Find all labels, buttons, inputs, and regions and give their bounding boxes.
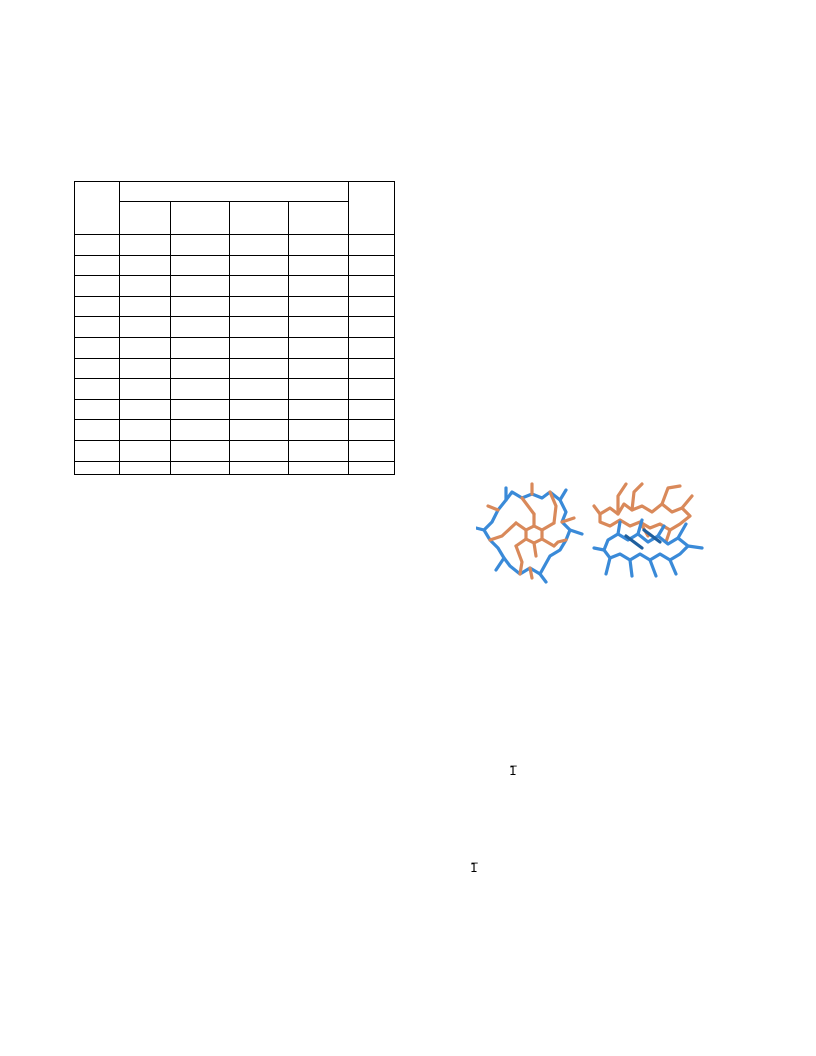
side-view-structure (592, 482, 704, 578)
table-cell (348, 460, 395, 475)
table-cell (348, 254, 395, 277)
table-row (74, 398, 395, 421)
table-cell (74, 460, 120, 475)
table-cell (74, 419, 120, 441)
table-cell (119, 460, 171, 475)
sub-header-cell (229, 201, 289, 235)
table-cell (288, 398, 349, 421)
table-row (74, 316, 395, 338)
table-cell (288, 460, 349, 475)
sub-header-cell (170, 201, 230, 235)
table-row (74, 254, 395, 277)
table-cell (229, 357, 289, 380)
table-cell (288, 234, 349, 256)
table-cell (348, 295, 395, 318)
group-header-cell (119, 181, 349, 202)
table-cell (229, 460, 289, 475)
table-cell (74, 234, 120, 256)
table-cell (348, 316, 395, 338)
table-row (74, 357, 395, 380)
table-cell (74, 439, 120, 462)
table-row (74, 460, 395, 475)
table-cell (170, 419, 230, 441)
table-cell (119, 254, 171, 277)
table-cell (119, 316, 171, 338)
table-cell (288, 316, 349, 338)
header-left-cell (74, 181, 120, 235)
table-cell (170, 275, 230, 297)
table-cell (348, 275, 395, 297)
table-cell (74, 295, 120, 318)
table-cell (288, 254, 349, 277)
table-cell (348, 439, 395, 462)
table-cell (348, 234, 395, 256)
table-cell (119, 439, 171, 462)
molecular-structure-figure (476, 482, 704, 584)
table-cell (348, 336, 395, 359)
table-cell (288, 275, 349, 297)
table-cell (119, 275, 171, 297)
sub-header-cell (288, 201, 349, 235)
table-cell (74, 357, 120, 380)
table-cell (74, 254, 120, 277)
table-row (74, 439, 395, 462)
inversion-symbol: 1̅ (470, 861, 478, 875)
sub-header-cell (119, 201, 171, 235)
table-cell (288, 336, 349, 359)
table-cell (119, 378, 171, 400)
table-cell (229, 439, 289, 462)
table-cell (119, 357, 171, 380)
table-cell (74, 316, 120, 338)
data-table (74, 181, 395, 475)
table-cell (170, 336, 230, 359)
table-cell (348, 419, 395, 441)
table-cell (229, 295, 289, 318)
table-cell (288, 439, 349, 462)
table-cell (288, 419, 349, 441)
table-cell (348, 357, 395, 380)
table-cell (229, 378, 289, 400)
table-row (74, 336, 395, 359)
table-cell (74, 378, 120, 400)
inversion-symbol: 1̅ (509, 764, 517, 778)
top-view-structure (476, 482, 584, 584)
table-cell (119, 234, 171, 256)
table-cell (229, 336, 289, 359)
table-cell (288, 295, 349, 318)
table-cell (229, 419, 289, 441)
table-cell (288, 378, 349, 400)
table-cell (170, 254, 230, 277)
table-cell (170, 460, 230, 475)
table-cell (229, 234, 289, 256)
table-cell (74, 398, 120, 421)
table-cell (119, 295, 171, 318)
table-cell (170, 378, 230, 400)
table-row (74, 295, 395, 318)
table-cell (229, 398, 289, 421)
table-cell (170, 316, 230, 338)
table-cell (288, 357, 349, 380)
table-cell (170, 439, 230, 462)
table-cell (170, 398, 230, 421)
table-cell (348, 398, 395, 421)
table-row (74, 378, 395, 400)
table-cell (229, 254, 289, 277)
table-cell (119, 419, 171, 441)
table-cell (74, 336, 120, 359)
header-right-cell (348, 181, 395, 235)
table-cell (74, 275, 120, 297)
table-row (74, 275, 395, 297)
table-row (74, 419, 395, 441)
table-cell (348, 378, 395, 400)
table-row (74, 234, 395, 256)
table-cell (170, 234, 230, 256)
table-cell (229, 316, 289, 338)
table-cell (119, 336, 171, 359)
table-cell (229, 275, 289, 297)
table-cell (170, 357, 230, 380)
table-cell (119, 398, 171, 421)
table-cell (170, 295, 230, 318)
